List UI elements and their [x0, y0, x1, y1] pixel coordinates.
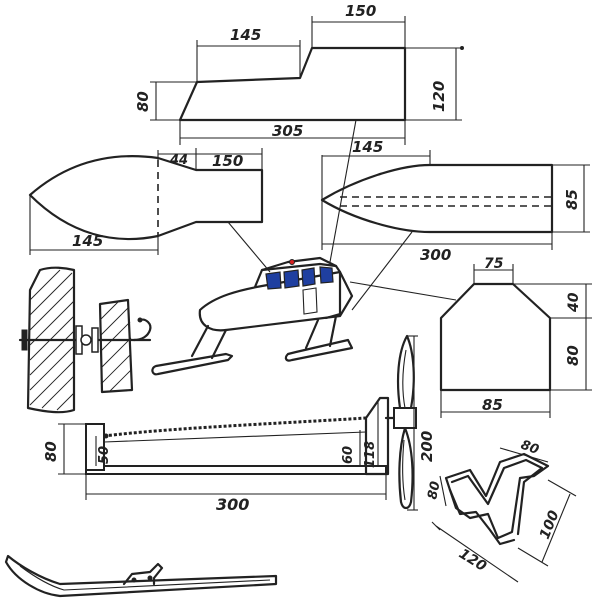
leader-lines: [227, 119, 457, 311]
ski-holder-part: 80 80 100 120: [425, 438, 577, 583]
dim-ski-holder-length: 120: [456, 546, 489, 575]
dim-frame-length: 300: [216, 495, 249, 514]
dim-ski-holder-height: 100: [537, 508, 563, 541]
dim-hull-body: 150: [212, 152, 243, 170]
dim-hull-nose: 145: [72, 232, 103, 250]
dim-front-panel-top: 75: [484, 256, 504, 272]
hull-bottom-part: 44 150 145: [28, 148, 264, 255]
dim-cabin-length: 305: [272, 122, 303, 140]
dim-frame-height-left: 80: [42, 441, 60, 462]
dim-frame-mast: 118: [363, 441, 378, 468]
dim-ski-holder-side: 80: [425, 480, 443, 501]
dim-cabin-height-front: 80: [134, 91, 152, 112]
dim-hull-tip: 44: [169, 153, 188, 168]
dim-frame-post-right: 60: [341, 446, 356, 464]
rubber-motor-hook-detail: [18, 266, 152, 414]
dim-front-panel-width: 85: [482, 396, 503, 414]
motor-frame-part: 80 50 60 118 300: [42, 396, 390, 514]
dim-ski-holder-top: 80: [519, 438, 541, 458]
side-panel-part: 145 85 300: [320, 138, 590, 264]
front-panel-part: 75 40 80 85: [439, 256, 592, 418]
ski-part: [4, 554, 278, 598]
dim-side-panel-length: 300: [420, 246, 451, 264]
dim-cabin-top-rear: 150: [345, 2, 376, 20]
dim-front-panel-height: 80: [564, 345, 582, 366]
assembled-aerosled-illustration: [151, 256, 354, 376]
dim-side-panel-nose: 145: [352, 138, 383, 156]
propeller-part: 200: [384, 334, 436, 511]
cabin-profile-part: 145 150 80 120 305: [134, 2, 464, 145]
dim-side-panel-height: 85: [563, 189, 581, 210]
dim-frame-post-left: 50: [97, 446, 112, 464]
dim-cabin-height-rear: 120: [430, 81, 448, 112]
dim-propeller-length: 200: [418, 431, 436, 462]
dim-front-panel-chamfer: 40: [566, 292, 582, 313]
dim-cabin-top-front: 145: [230, 26, 261, 44]
